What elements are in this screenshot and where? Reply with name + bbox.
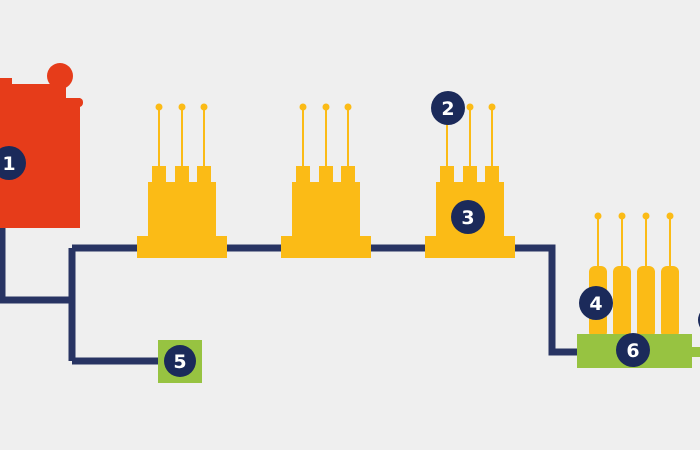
red-unit-knob xyxy=(47,63,73,89)
badge-2-circle xyxy=(431,91,465,125)
red-unit xyxy=(0,63,83,228)
badge-4: 4 xyxy=(579,286,613,320)
yellow-unit-2-pin-c xyxy=(341,166,355,184)
yellow-unit-1-pin-b xyxy=(175,166,189,184)
yellow-unit-1-body xyxy=(148,182,216,240)
yellow-unit-1-pin-c xyxy=(197,166,211,184)
yellow-unit-2-tip-b xyxy=(322,103,330,111)
tube-1-tip xyxy=(594,212,602,220)
yellow-unit-3-base xyxy=(425,236,515,258)
tube-4-tip xyxy=(666,212,674,220)
yellow-unit-2-pin-b xyxy=(319,166,333,184)
yellow-unit-2-body xyxy=(292,182,360,240)
yellow-unit-1-base xyxy=(137,236,227,258)
badge-5-circle xyxy=(164,345,196,377)
badge-3-label: 3 xyxy=(461,207,474,229)
red-unit-handle-stem xyxy=(57,86,64,108)
yellow-unit-3-tip-b xyxy=(466,103,474,111)
badge-2: 2 xyxy=(431,91,465,125)
yellow-unit-2-tip-a xyxy=(299,103,307,111)
yellow-unit-1-tip-c xyxy=(200,103,208,111)
badge-1-circle xyxy=(0,146,26,180)
yellow-unit-2-pin-a xyxy=(296,166,310,184)
yellow-unit-1-tip-b xyxy=(178,103,186,111)
badge-4-circle xyxy=(579,286,613,320)
tube-assembly xyxy=(589,212,679,338)
badge-4-label: 4 xyxy=(589,293,602,315)
green-base-6-outlet xyxy=(690,347,700,357)
red-unit-handle xyxy=(57,98,83,107)
badge-1-label: 1 xyxy=(2,153,15,175)
yellow-unit-2-tip-c xyxy=(344,103,352,111)
badge-6: 6 xyxy=(616,333,650,367)
tube-4 xyxy=(661,266,679,338)
red-unit-shoulder xyxy=(10,84,66,100)
badge-5: 5 xyxy=(164,345,196,377)
badge-3-circle xyxy=(451,200,485,234)
yellow-unit-2 xyxy=(281,103,371,258)
badge-6-label: 6 xyxy=(626,340,639,362)
pipe-to-base-6 xyxy=(518,244,580,356)
red-unit-top xyxy=(0,78,12,102)
badge-6-circle xyxy=(616,333,650,367)
yellow-unit-1-tip-a xyxy=(155,103,163,111)
yellow-unit-3-tip-c xyxy=(488,103,496,111)
yellow-unit-1-pin-a xyxy=(152,166,166,184)
badge-2-label: 2 xyxy=(441,98,454,120)
yellow-unit-3-pin-a xyxy=(440,166,454,184)
tube-3 xyxy=(637,266,655,338)
badge-5-label: 5 xyxy=(173,351,186,373)
yellow-unit-3 xyxy=(425,103,515,258)
yellow-unit-2-base xyxy=(281,236,371,258)
yellow-unit-3-pin-b xyxy=(463,166,477,184)
yellow-unit-3-pin-c xyxy=(485,166,499,184)
red-unit-ledge xyxy=(66,110,80,120)
pipe-red-to-branch xyxy=(0,228,72,304)
tube-2-tip xyxy=(618,212,626,220)
badge-3: 3 xyxy=(451,200,485,234)
badge-1: 1 xyxy=(0,146,26,180)
yellow-unit-1 xyxy=(137,103,227,258)
tube-3-tip xyxy=(642,212,650,220)
tube-2 xyxy=(613,266,631,338)
